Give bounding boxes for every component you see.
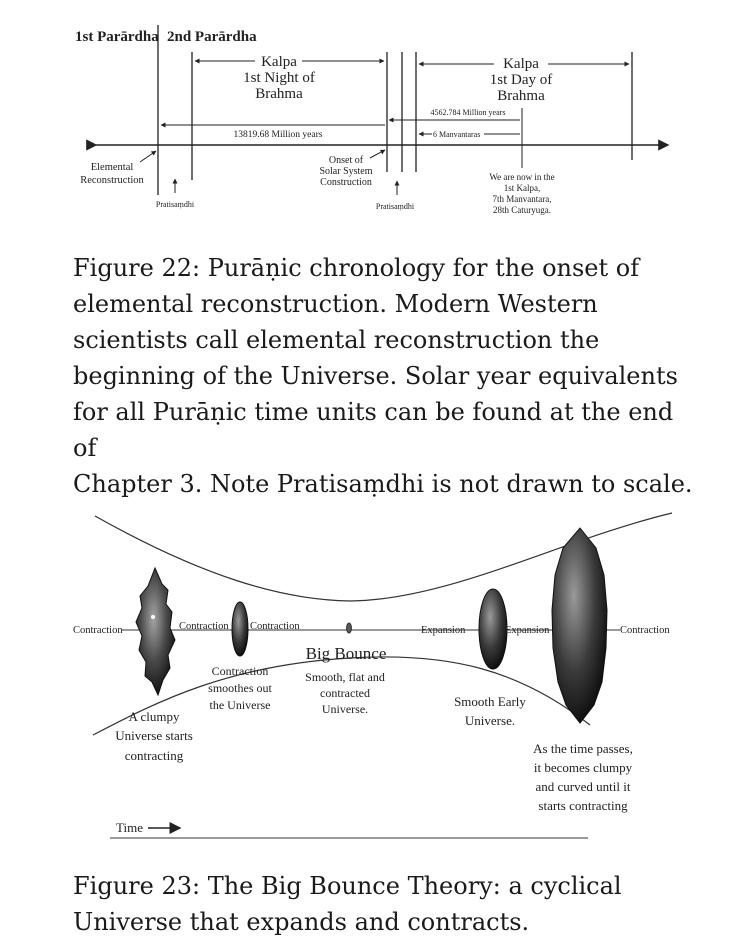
label-13819-million: 13819.68 Million years (234, 130, 323, 140)
pratisandhi-left-label: Pratisaṃdhi (156, 200, 195, 209)
early-line2: Universe. (465, 713, 515, 728)
figure-22-caption: Figure 22: Purāṇic chronology for the on… (73, 250, 693, 502)
expanded-universe-blob (552, 528, 607, 723)
clumpy-line1: A clumpy (129, 709, 180, 724)
passes-line1: As the time passes, (533, 741, 633, 756)
now-line1: We are now in the (489, 172, 554, 182)
night-of-brahma-line2: Brahma (255, 86, 303, 102)
night-of-brahma-line1: 1st Night of (243, 70, 315, 86)
smoothes-line3: the Universe (210, 698, 271, 712)
now-line2: 1st Kalpa, (504, 183, 541, 193)
clumpy-line3: contracting (125, 748, 184, 763)
passes-line2: it becomes clumpy (534, 760, 633, 775)
now-line4: 28th Caturyuga. (493, 205, 551, 215)
pratisandhi-right-label: Pratisaṃdhi (376, 202, 415, 211)
onset-pointer (370, 150, 385, 158)
lower-envelope-curve (93, 657, 590, 735)
elemental-line2: Reconstruction (80, 175, 144, 186)
expanding-universe-ellipse (479, 589, 507, 669)
label-contraction-2: Contraction (179, 621, 229, 632)
day-of-brahma-line2: Brahma (497, 88, 545, 104)
big-bounce-point (347, 623, 352, 633)
label-expansion-1: Expansion (421, 625, 466, 636)
upper-envelope-curve (95, 513, 672, 601)
smoothes-line2: smoothes out (208, 681, 272, 695)
smooth-line2: contracted (320, 686, 370, 700)
passes-line3: and curved until it (536, 779, 631, 794)
now-line3: 7th Manvantara, (493, 194, 552, 204)
smooth-line3: Universe. (322, 702, 368, 716)
label-manvantaras: 6 Manvantaras (433, 130, 480, 139)
early-line1: Smooth Early (454, 694, 526, 709)
clumpy-universe-blob (136, 568, 175, 695)
parardha-1-label: 1st Parārdha (75, 29, 159, 45)
label-4562-million: 4562.784 Million years (431, 108, 506, 117)
passes-line4: starts contracting (538, 798, 628, 813)
kalpa-day-label: Kalpa (503, 56, 539, 72)
onset-line1: Onset of (329, 155, 364, 166)
blob-highlight (151, 615, 155, 619)
kalpa-night-label: Kalpa (261, 54, 297, 70)
label-contraction-left: Contraction (73, 625, 123, 636)
label-expansion-2: Expansion (505, 625, 550, 636)
label-contraction-3: Contraction (250, 621, 300, 632)
clumpy-line2: Universe starts (115, 728, 193, 743)
label-contraction-right: Contraction (620, 625, 670, 636)
figure-23-caption: Figure 23: The Big Bounce Theory: a cycl… (73, 868, 693, 940)
time-label: Time (116, 820, 143, 835)
onset-line3: Construction (320, 177, 372, 188)
elemental-line1: Elemental (91, 162, 134, 173)
onset-line2: Solar System (319, 166, 372, 177)
elemental-pointer (140, 151, 156, 162)
smooth-line1: Smooth, flat and (305, 670, 385, 684)
contracting-universe-ellipse (232, 602, 248, 656)
parardha-2-label: 2nd Parārdha (167, 29, 257, 45)
figure-22-diagram: 1st Parārdha 2nd Parārdha Kalpa 1st Nigh… (0, 0, 749, 240)
day-of-brahma-line1: 1st Day of (490, 72, 553, 88)
smoothes-line1: Contraction (212, 664, 269, 678)
big-bounce-title: Big Bounce (306, 644, 387, 663)
